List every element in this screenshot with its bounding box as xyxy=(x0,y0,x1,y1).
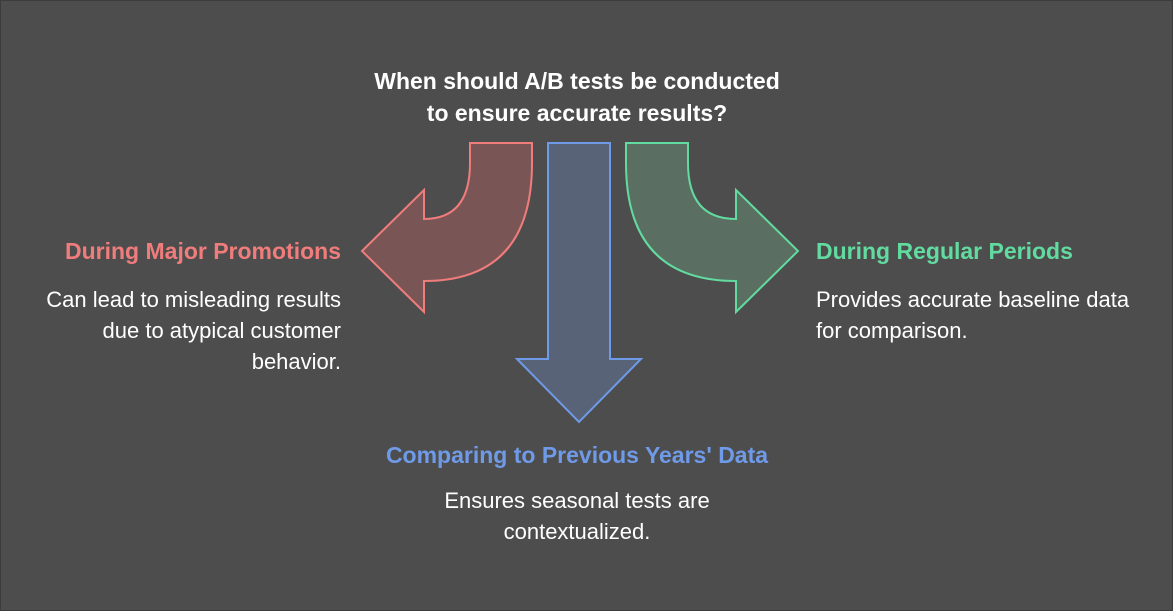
right-curved-arrow xyxy=(625,142,800,315)
option-description-previous-years: Ensures seasonal tests are contextualize… xyxy=(444,488,710,544)
option-title-previous-years: Comparing to Previous Years' Data xyxy=(385,442,769,468)
option-title-major-promotions: During Major Promotions xyxy=(65,238,341,264)
option-description-regular-periods: Provides accurate baseline data for comp… xyxy=(816,287,1130,343)
question-line-1: When should A/B tests be conducted xyxy=(374,68,780,94)
question-line-2: to ensure accurate results? xyxy=(426,100,728,126)
diagram-question: When should A/B tests be conducted to en… xyxy=(301,65,853,129)
option-title-regular-periods: During Regular Periods xyxy=(816,238,1073,264)
option-description-major-promotions: Can lead to misleading results due to at… xyxy=(46,287,341,374)
center-down-arrow xyxy=(514,142,644,424)
left-curved-arrow xyxy=(360,142,533,315)
